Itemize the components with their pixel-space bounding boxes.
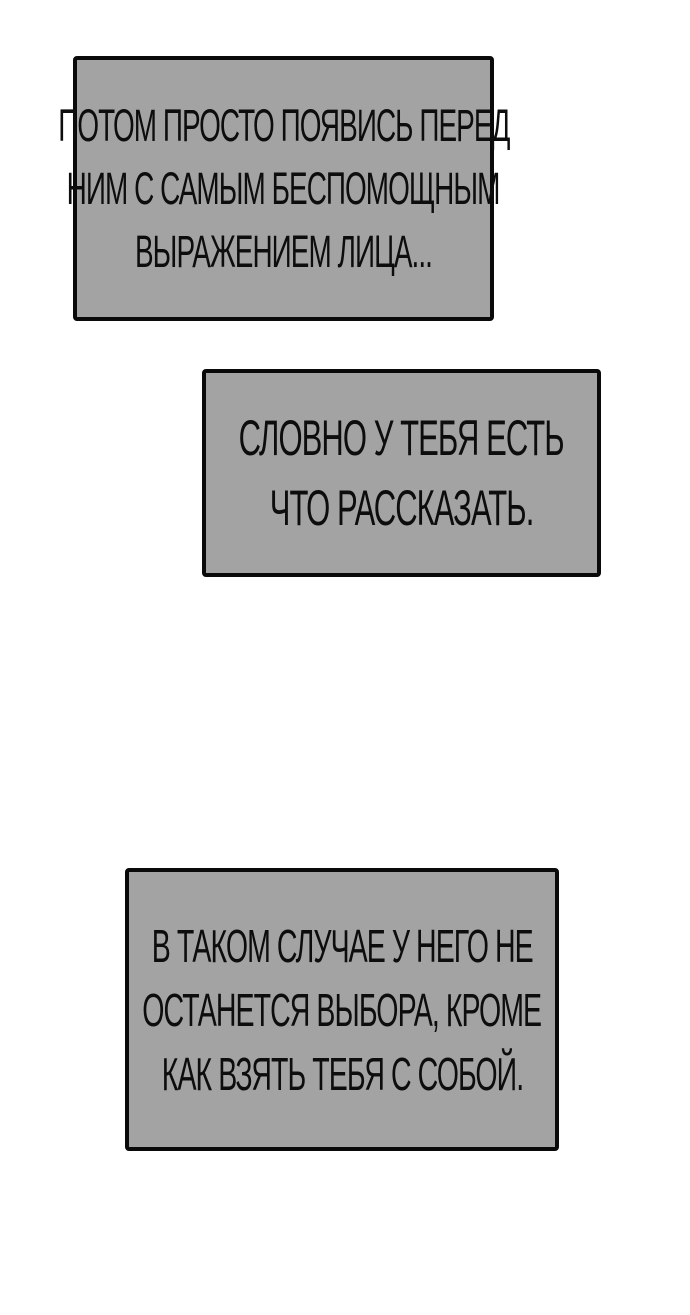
caption-line: НИМ С САМЫМ БЕСПОМОЩНЫМ	[67, 163, 501, 214]
caption-box-3: В ТАКОМ СЛУЧАЕ У НЕГО НЕ ОСТАНЕТСЯ ВЫБОР…	[125, 868, 559, 1151]
caption-box-1: ПОТОМ ПРОСТО ПОЯВИСЬ ПЕРЕД НИМ С САМЫМ Б…	[58, 56, 510, 321]
caption-line: СЛОВНО У ТЕБЯ ЕСТЬ	[238, 410, 565, 466]
caption-line: ОСТАНЕТСЯ ВЫБОРА, КРОМЕ	[142, 983, 543, 1036]
caption-line: КАК ВЗЯТЬ ТЕБЯ С СОБОЙ.	[161, 1047, 523, 1100]
caption-box-2: СЛОВНО У ТЕБЯ ЕСТЬ ЧТО РАССКАЗАТЬ.	[202, 369, 601, 577]
caption-line: ПОТОМ ПРОСТО ПОЯВИСЬ ПЕРЕД	[57, 100, 510, 151]
caption-line: ЧТО РАССКАЗАТЬ.	[269, 480, 535, 536]
caption-line: ВЫРАЖЕНИЕМ ЛИЦА...	[135, 226, 433, 277]
caption-line: В ТАКОМ СЛУЧАЕ У НЕГО НЕ	[151, 919, 534, 972]
